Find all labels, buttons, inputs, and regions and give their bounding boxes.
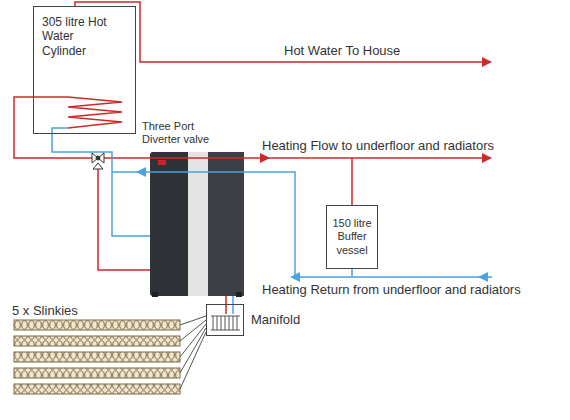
pipe-label: Heating Flow to underfloor and radiators bbox=[262, 138, 494, 154]
diverter-valve-symbol bbox=[92, 153, 104, 169]
manifold-box: Manifold bbox=[206, 304, 244, 336]
slinky-ground-loops bbox=[14, 320, 180, 394]
return-arrowheads bbox=[136, 167, 488, 282]
flow-pipes bbox=[14, 2, 488, 314]
cylinder-box: 305 litre Hot Water Cylinder bbox=[33, 6, 136, 134]
manifold-ports bbox=[211, 316, 240, 330]
node-heading: Manifold bbox=[251, 312, 300, 328]
valve-label: Three Port Diverter valve bbox=[142, 120, 222, 146]
node-text: 305 litre Hot Water Cylinder bbox=[42, 15, 116, 58]
cylinder-coil bbox=[68, 97, 122, 128]
heat-pump-unit bbox=[150, 152, 244, 297]
loop-pipes bbox=[180, 316, 206, 389]
node-text: 150 litre Buffer vessel bbox=[330, 217, 374, 257]
buffer-vessel-box: 150 litre Buffer vessel bbox=[326, 205, 378, 269]
pipe-label: Hot Water To House bbox=[284, 43, 400, 59]
pipe-label: Heating Return from underfloor and radia… bbox=[262, 282, 521, 298]
loop-label: 5 x Slinkies bbox=[12, 303, 78, 319]
